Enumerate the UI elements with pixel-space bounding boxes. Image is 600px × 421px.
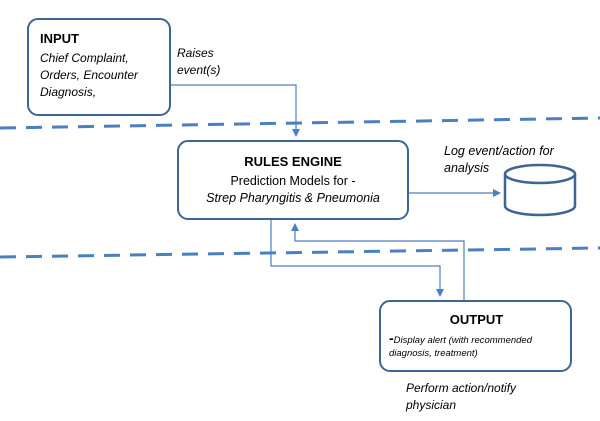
arrow-rules-to-output [270,220,444,297]
arrow-input-to-rules [171,84,300,137]
log-event-label: Log event/action for analysis [444,143,584,177]
rules-engine-line-2: Strep Pharyngitis & Pneumonia [206,191,380,205]
input-box: INPUT Chief Complaint, Orders, Encounter… [27,18,171,116]
input-title: INPUT [40,31,79,46]
separator-top [0,116,600,130]
raises-label-line-1: Raises [177,46,214,60]
output-box: OUTPUT -Display alert (with recommended … [379,300,572,372]
output-dash: - [389,330,394,346]
input-line-2: Orders, Encounter [40,68,139,82]
rules-engine-title: RULES ENGINE [244,154,342,169]
output-title: OUTPUT [449,312,504,327]
raises-events-label: Raises event(s) [177,45,237,79]
perform-action-label: Perform action/notify physician [406,380,556,414]
rules-engine-box: RULES ENGINE Prediction Models for - Str… [177,140,409,220]
arrow-output-feedback-to-rules [291,223,465,300]
log-label-line-2: analysis [444,161,490,175]
output-description: -Display alert (with recommended diagnos… [389,330,564,360]
log-label-line-1: Log event/action for [444,144,554,158]
perform-label-line-2: physician [406,398,457,412]
rules-engine-line-1: Prediction Models for - [230,174,356,188]
input-line-3: Diagnosis, [40,85,97,99]
input-line-1: Chief Complaint, [40,51,129,65]
cylinder-database-icon [503,163,577,217]
separator-bottom [0,246,600,259]
perform-label-line-1: Perform action/notify [406,381,517,395]
output-description-text: Display alert (with recommended diagnosi… [389,335,533,359]
raises-label-line-2: event(s) [177,63,221,77]
